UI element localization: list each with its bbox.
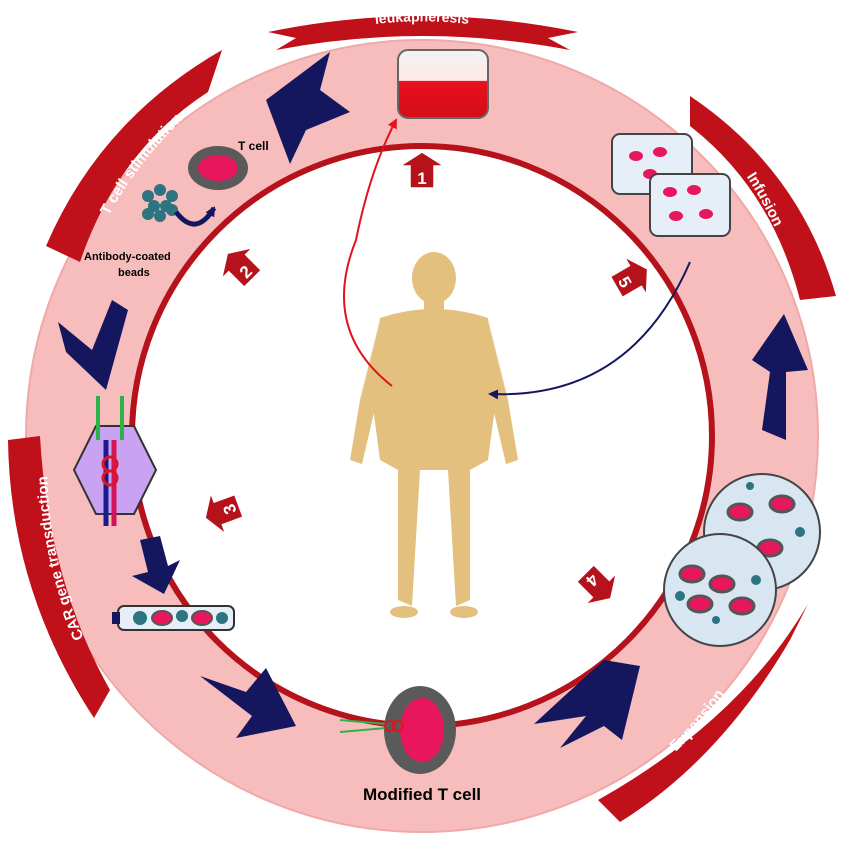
antibody-beads-label-line2: beads xyxy=(118,267,150,279)
chevron-arrow-left xyxy=(58,300,128,390)
t-cell-nucleus xyxy=(198,155,238,181)
culture-dish-icon xyxy=(112,605,235,631)
expansion-culture-icon xyxy=(663,473,821,647)
step-3-marker: 3 xyxy=(204,490,244,537)
step-2-marker: 2 xyxy=(220,246,263,289)
chevron-arrow-upper-left xyxy=(266,52,350,164)
down-arrow-icon xyxy=(132,536,180,594)
chevron-arrow-right xyxy=(752,314,808,440)
step-4-marker: 4 xyxy=(575,563,618,606)
car-construct-icon xyxy=(96,396,124,526)
blood-bag-icon xyxy=(397,49,489,119)
t-cell-stimulation-banner xyxy=(46,50,222,262)
antibody-beads-label-line1: Antibody-coated xyxy=(84,251,171,263)
car-gene-transduction-banner xyxy=(8,436,110,718)
car-receptor-icon xyxy=(339,719,404,733)
chevron-arrow-bottom-right xyxy=(534,660,640,748)
leukapheresis-label: leukapheresis xyxy=(374,8,470,27)
svg-text:1: 1 xyxy=(417,169,426,188)
infusion-banner xyxy=(690,96,836,300)
t-cell-label: T cell xyxy=(238,139,269,153)
step-1-marker: 1 xyxy=(397,151,447,189)
infusion-bag-icon xyxy=(611,133,731,237)
leukapheresis-banner xyxy=(268,16,578,50)
patient-body-icon xyxy=(350,252,518,618)
curved-arrow-icon xyxy=(174,206,217,227)
step-5-marker: 5 xyxy=(609,255,649,299)
antibody-beads-icon xyxy=(142,184,178,222)
modified-t-cell-nucleus xyxy=(400,698,444,762)
expansion-banner xyxy=(598,604,808,822)
infusion-arrow xyxy=(488,261,691,400)
blood-draw-arrow xyxy=(343,118,397,387)
chevron-arrow-bottom-left xyxy=(200,668,296,738)
modified-t-cell-label: Modified T cell xyxy=(363,785,481,804)
